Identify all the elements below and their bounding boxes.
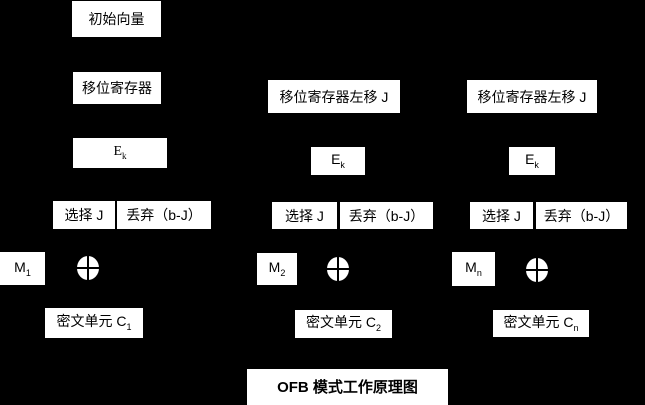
ciphertext-box-n: 密文单元 Cn <box>493 310 589 337</box>
encryption-box-1: Ek <box>73 138 167 168</box>
ciphertext-label-2: 密文单元 C2 <box>305 314 381 333</box>
message-label-2: M2 <box>268 259 286 278</box>
message-box-2: M2 <box>257 253 297 285</box>
xor-vertical-line <box>337 257 339 281</box>
xor-vertical-line <box>536 258 538 282</box>
message-label-1: M1 <box>14 258 31 278</box>
xor-icon <box>77 256 99 280</box>
initial-vector-box: 初始向量 <box>72 1 161 37</box>
encryption-label-1: Ek <box>113 144 127 161</box>
ciphertext-label-1: 密文单元 C1 <box>56 313 132 332</box>
encryption-box-n: Ek <box>509 147 555 175</box>
ciphertext-box-2: 密文单元 C2 <box>295 310 392 338</box>
xor-vertical-line <box>87 256 89 280</box>
discard-box-2: 丢弃（b-J） <box>340 202 433 229</box>
encryption-label-n: Ek <box>525 151 539 170</box>
diagram-title: OFB 模式工作原理图 <box>247 369 448 405</box>
message-label-n: Mn <box>465 259 482 278</box>
message-box-n: Mn <box>452 252 495 286</box>
discard-box-1: 丢弃（b-J） <box>117 201 211 229</box>
ciphertext-label-n: 密文单元 Cn <box>503 313 579 333</box>
message-box-1: M1 <box>0 252 45 285</box>
select-j-box-1: 选择 J <box>53 201 115 229</box>
discard-box-n: 丢弃（b-J） <box>536 202 627 229</box>
encryption-label-2: Ek <box>331 151 345 170</box>
xor-icon <box>327 257 349 281</box>
shift-register-box-n: 移位寄存器左移 J <box>467 80 597 113</box>
xor-icon <box>526 258 548 282</box>
select-j-box-2: 选择 J <box>272 202 337 229</box>
shift-register-box-1: 移位寄存器 <box>73 72 161 104</box>
encryption-box-2: Ek <box>311 147 365 175</box>
ciphertext-box-1: 密文单元 C1 <box>45 308 143 338</box>
shift-register-box-2: 移位寄存器左移 J <box>268 80 400 113</box>
select-j-box-n: 选择 J <box>470 202 533 229</box>
